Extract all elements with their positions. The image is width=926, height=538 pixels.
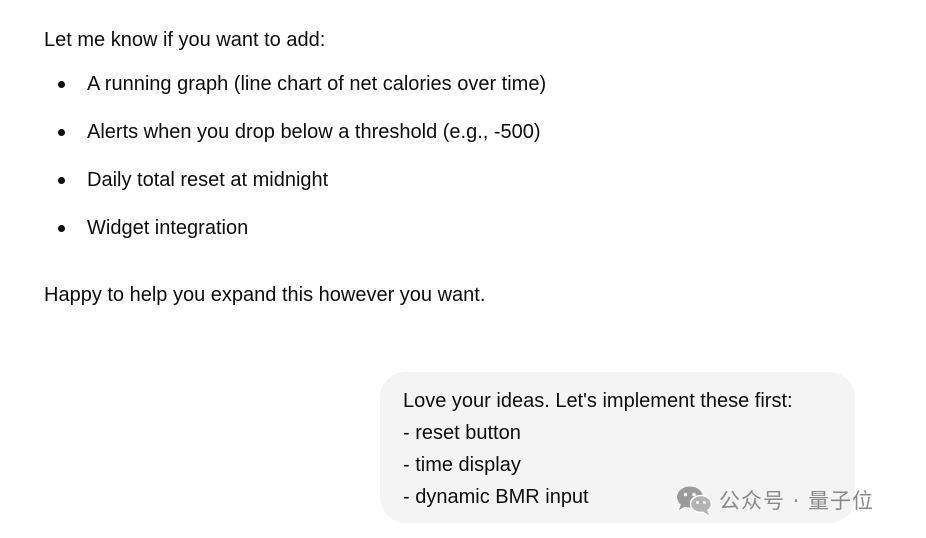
assistant-intro-text: Let me know if you want to add: [44, 29, 326, 51]
list-item: Daily total reset at midnight [44, 164, 864, 196]
user-message-line: - reset button [403, 422, 521, 444]
bullet-icon [58, 177, 65, 184]
list-item: Alerts when you drop below a threshold (… [44, 116, 864, 148]
assistant-message: Let me know if you want to add: A runnin… [44, 24, 864, 306]
list-item-text: Widget integration [87, 217, 249, 239]
suggestion-list: A running graph (line chart of net calor… [44, 68, 864, 244]
watermark: 公众号 · 量子位 [675, 484, 874, 516]
list-item-text: Alerts when you drop below a threshold (… [87, 121, 541, 143]
bullet-icon [58, 129, 65, 136]
list-item-text: Daily total reset at midnight [87, 169, 329, 191]
user-message-line: - dynamic BMR input [403, 486, 589, 508]
list-item: Widget integration [44, 212, 864, 244]
bullet-icon [58, 81, 65, 88]
user-message-line: - time display [403, 454, 521, 476]
assistant-outro-text: Happy to help you expand this however yo… [44, 284, 486, 306]
list-item-text: A running graph (line chart of net calor… [87, 73, 547, 95]
wechat-icon [677, 486, 713, 515]
bullet-icon [58, 225, 65, 232]
list-item: A running graph (line chart of net calor… [44, 68, 864, 100]
user-message-bubble: Love your ideas. Let's implement these f… [380, 372, 855, 523]
watermark-text: 公众号 · 量子位 [719, 489, 875, 513]
user-message-line: Love your ideas. Let's implement these f… [403, 390, 793, 412]
